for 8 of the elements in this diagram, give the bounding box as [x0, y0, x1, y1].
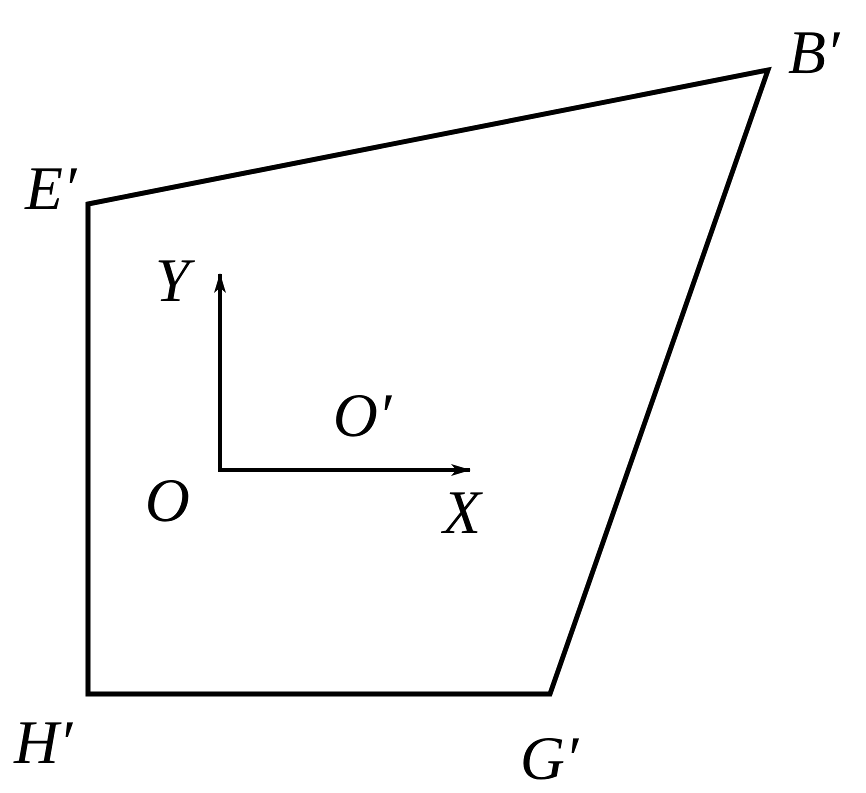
origin-label: O	[144, 466, 191, 537]
point-label: O′	[332, 381, 393, 452]
vertex-label: B′	[787, 18, 841, 89]
vertex-label: H′	[12, 708, 74, 779]
vertex-label: E′	[23, 154, 78, 225]
axis-label: Y	[147, 246, 198, 318]
vertex-label: G′	[519, 724, 580, 793]
axis-label: X	[440, 478, 484, 549]
